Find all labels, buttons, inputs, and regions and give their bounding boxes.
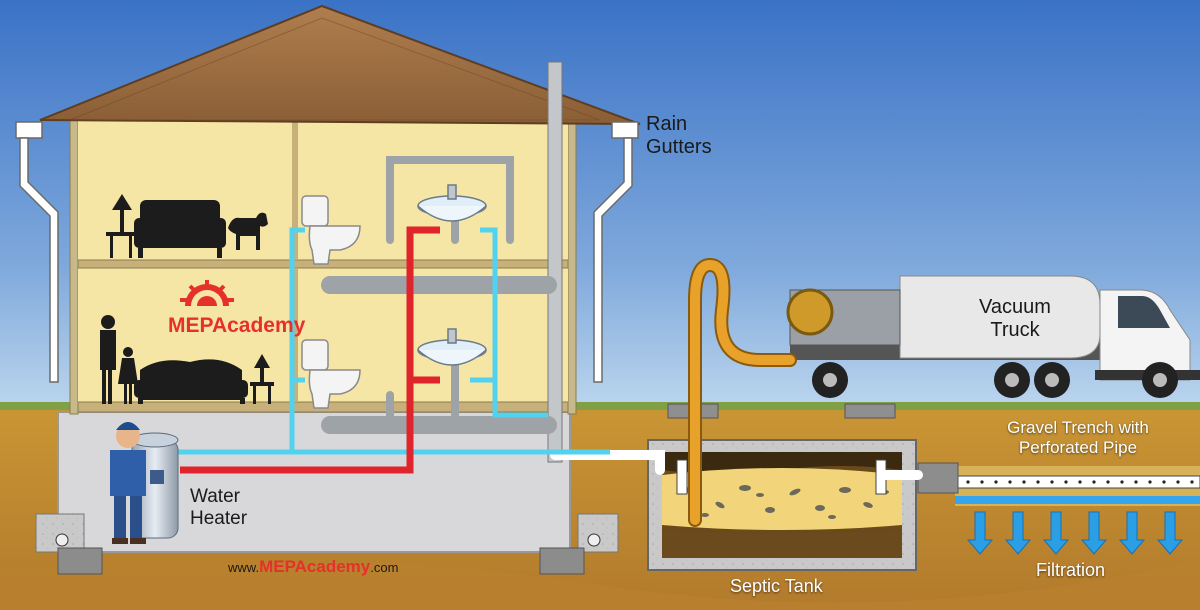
vacuum-hose xyxy=(688,257,797,527)
gravel-trench-label: Gravel Trench with Perforated Pipe xyxy=(1007,418,1149,457)
septic-tank-label: Septic Tank xyxy=(730,576,823,596)
hot-water-pipe xyxy=(180,226,440,474)
sink-icon xyxy=(417,184,487,222)
website-prefix: www. xyxy=(228,560,260,575)
filtration-label: Filtration xyxy=(1036,560,1106,580)
lamp-icon xyxy=(250,354,274,404)
rain-gutters xyxy=(15,121,639,383)
toilet-icon xyxy=(301,195,361,265)
lamp-icon xyxy=(106,194,136,258)
gear-sun-logo-icon xyxy=(180,280,234,306)
water-heater-label: Water Heater xyxy=(190,486,248,529)
mep-academy-logo: MEPAcademy xyxy=(168,314,306,337)
filtration-arrows xyxy=(966,511,1184,555)
website-brand: MEPAcademy xyxy=(259,557,371,576)
sofa-icon xyxy=(134,359,248,404)
vacuum-truck-label: Vacuum Truck xyxy=(979,296,1051,341)
dog-icon xyxy=(228,212,268,250)
cold-water-pipe xyxy=(160,227,610,455)
website-suffix: .com xyxy=(370,560,399,575)
drain-pipes xyxy=(321,156,923,480)
sofa-icon xyxy=(134,200,226,258)
toilet-icon xyxy=(301,339,361,409)
vent-stack xyxy=(547,61,563,463)
gravel-trench xyxy=(917,462,1200,506)
vacuum-truck-icon xyxy=(786,275,1200,398)
website-url: www.MEPAcademy.com xyxy=(228,557,398,577)
plumber-icon xyxy=(110,422,146,544)
rain-gutters-label: Rain Gutters xyxy=(646,113,712,158)
family-silhouette-icon xyxy=(100,315,138,404)
sink-icon xyxy=(417,328,487,366)
